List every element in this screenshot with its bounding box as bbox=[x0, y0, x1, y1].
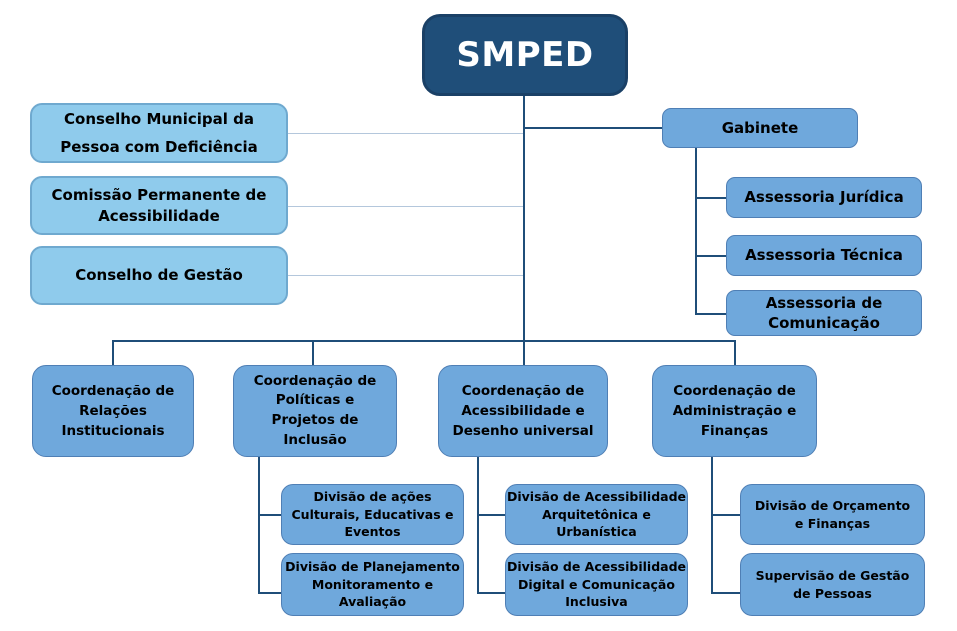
connector-smped-trunk bbox=[523, 96, 525, 342]
node-divisao-orcamento-financas: Divisão de Orçamento e Finanças bbox=[740, 484, 925, 545]
connector-divisao-arquitetonica bbox=[479, 514, 505, 516]
node-conselho-municipal-pessoa-deficiencia: Conselho Municipal da Pessoa com Deficiê… bbox=[30, 103, 288, 163]
node-assessoria-juridica: Assessoria Jurídica bbox=[726, 177, 922, 218]
connector-conselho-gestao bbox=[288, 275, 523, 276]
connector-gabinete-vertical bbox=[695, 148, 697, 315]
connector-stub-coord-2 bbox=[312, 342, 314, 365]
connector-assessoria-juridica bbox=[697, 197, 726, 199]
node-smped: SMPED bbox=[422, 14, 628, 96]
connector-stub-coord-1 bbox=[112, 342, 114, 365]
node-assessoria-tecnica: Assessoria Técnica bbox=[726, 235, 922, 276]
node-coordenacao-administracao-financas: Coordenação de Administração e Finanças bbox=[652, 365, 817, 457]
connector-stub-coord-3 bbox=[523, 342, 525, 365]
connector-assessoria-comunicacao bbox=[697, 313, 726, 315]
node-coordenacao-relacoes-institucionais: Coordenação de Relações Institucionais bbox=[32, 365, 194, 457]
node-assessoria-comunicacao: Assessoria de Comunicação bbox=[726, 290, 922, 336]
node-comissao-permanente-acessibilidade: Comissão Permanente de Acessibilidade bbox=[30, 176, 288, 235]
node-divisao-planejamento-monitoramento-avaliacao: Divisão de Planejamento Monitoramento e … bbox=[281, 553, 464, 616]
connector-coord2-vertical bbox=[258, 457, 260, 594]
node-divisao-acessibilidade-arquitetonica-urbanistica: Divisão de Acessibilidade Arquitetônica … bbox=[505, 484, 688, 545]
connector-assessoria-tecnica bbox=[697, 255, 726, 257]
connector-comissao-permanente bbox=[288, 206, 523, 207]
connector-coordinations-trunk bbox=[112, 340, 736, 342]
node-coordenacao-acessibilidade-desenho-universal: Coordenação de Acessibilidade e Desenho … bbox=[438, 365, 608, 457]
connector-conselho-municipal bbox=[288, 133, 523, 134]
connector-stub-coord-4 bbox=[734, 342, 736, 365]
connector-divisao-digital bbox=[479, 592, 505, 594]
connector-coord3-vertical bbox=[477, 457, 479, 594]
node-divisao-acoes-culturais-educativas-eventos: Divisão de ações Culturais, Educativas e… bbox=[281, 484, 464, 545]
node-divisao-acessibilidade-digital-comunicacao-inclusiva: Divisão de Acessibilidade Digital e Comu… bbox=[505, 553, 688, 616]
connector-divisao-planejamento bbox=[260, 592, 281, 594]
connector-supervisao-gestao bbox=[713, 592, 740, 594]
connector-coord4-vertical bbox=[711, 457, 713, 594]
connector-gabinete-horizontal bbox=[525, 127, 662, 129]
connector-divisao-orcamento bbox=[713, 514, 740, 516]
node-gabinete: Gabinete bbox=[662, 108, 858, 148]
node-coordenacao-politicas-projetos-inclusao: Coordenação de Políticas e Projetos de I… bbox=[233, 365, 397, 457]
node-supervisao-gestao-pessoas: Supervisão de Gestão de Pessoas bbox=[740, 553, 925, 616]
connector-divisao-culturais bbox=[260, 514, 281, 516]
node-conselho-de-gestao: Conselho de Gestão bbox=[30, 246, 288, 305]
